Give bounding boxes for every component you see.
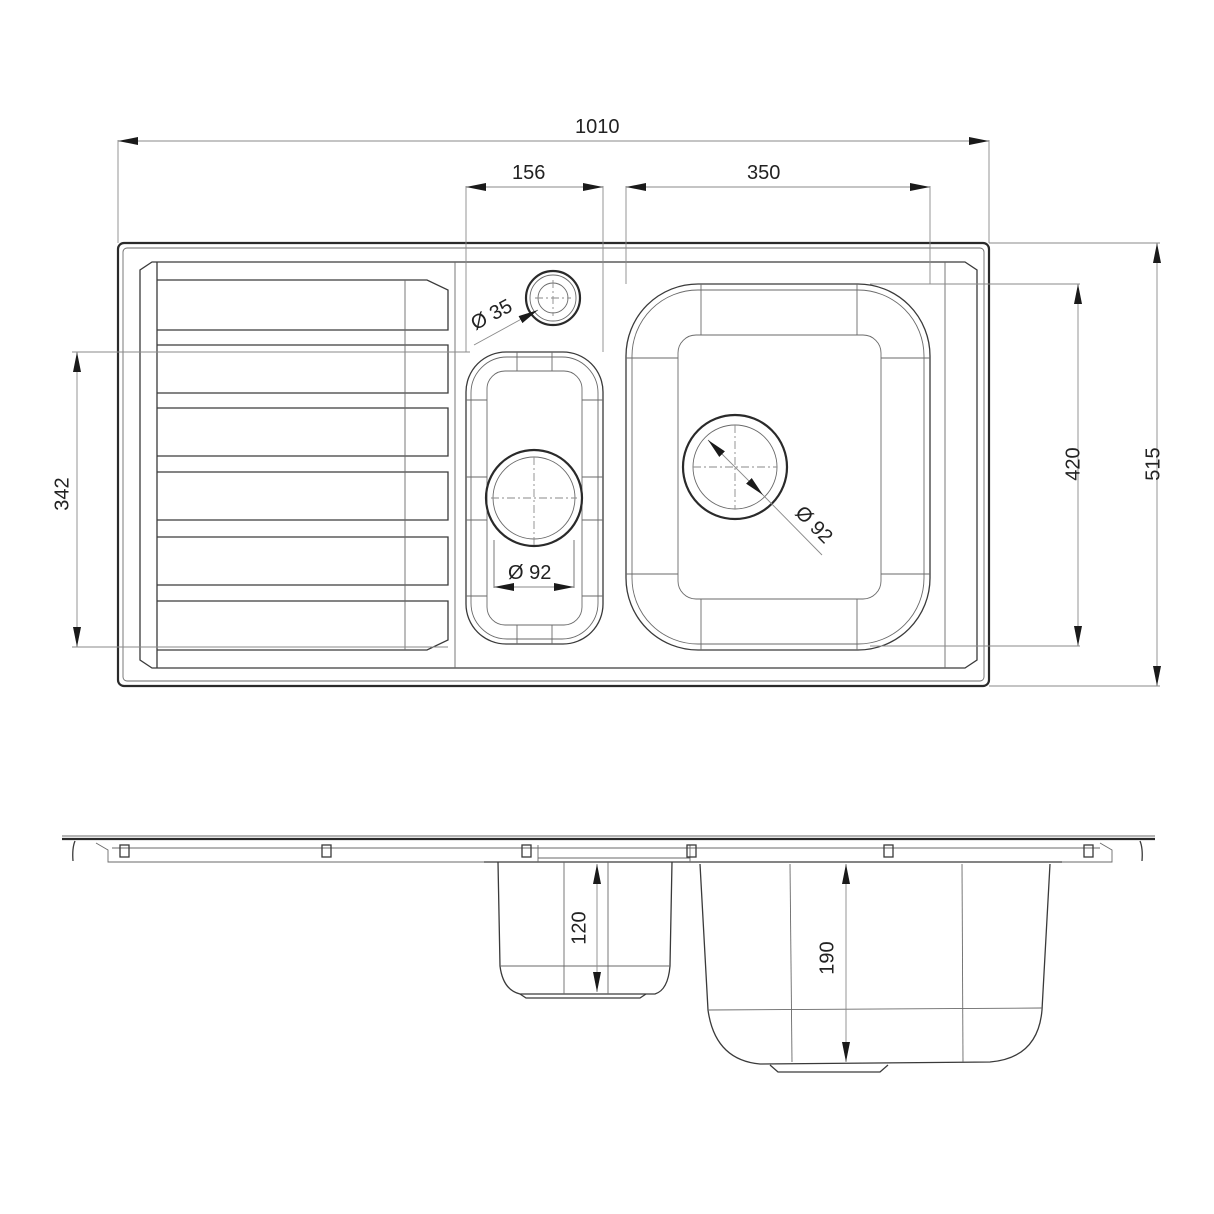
main-bowl-profile — [699, 863, 1051, 1073]
dim-small-bowl-side-depth: 120 — [568, 911, 591, 945]
plan-view — [72, 137, 1161, 688]
drainer-grooves — [157, 279, 449, 651]
dim-main-bowl-width: 350 — [747, 162, 781, 184]
dim-main-bowl-depth: 420 — [1062, 447, 1085, 481]
dim-small-bowl-width: 156 — [512, 162, 546, 184]
dim-overall-depth: 515 — [1142, 447, 1165, 481]
sink-outer-frame — [116, 241, 991, 688]
dim-drainer-depth: 342 — [51, 477, 74, 511]
main-bowl — [625, 283, 931, 651]
small-bowl-profile — [497, 861, 673, 999]
small-bowl-waste — [484, 448, 584, 548]
main-bowl-waste — [681, 413, 789, 521]
dimension-lines — [72, 137, 1161, 687]
dim-overall-width: 1010 — [575, 116, 620, 138]
tap-hole — [473, 269, 582, 346]
small-bowl — [465, 351, 604, 645]
sink-inner-rim — [139, 261, 978, 669]
side-view — [62, 835, 1155, 1073]
dim-small-waste-diameter: Ø 92 — [508, 562, 552, 584]
dim-main-bowl-side-depth: 190 — [816, 941, 839, 975]
mounting-clips — [119, 844, 1094, 858]
